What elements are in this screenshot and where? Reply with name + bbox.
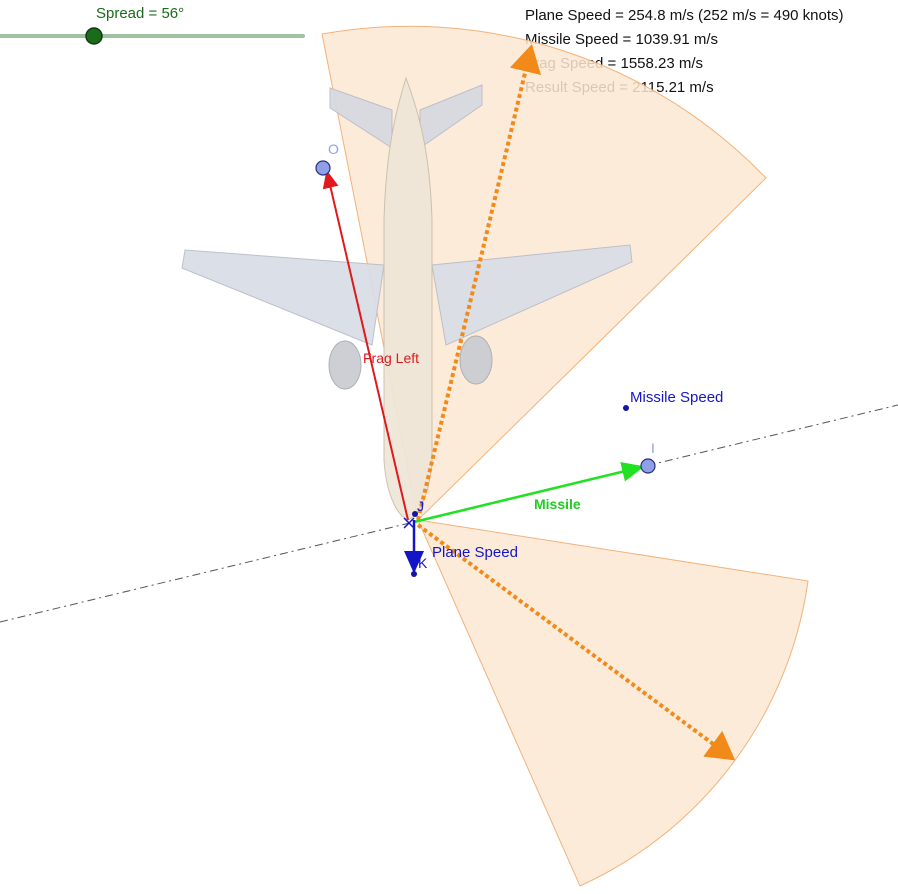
point-i-label: I	[651, 440, 655, 456]
frag-left-label: Frag Left	[363, 350, 419, 366]
airplane-left-engine	[328, 340, 362, 390]
origin-cross-marker	[403, 517, 415, 529]
point-o-label: O	[328, 141, 339, 157]
point-j-label: J	[417, 498, 424, 514]
missile-vector	[413, 461, 645, 524]
missile-speed-point-label: Missile Speed	[630, 389, 723, 406]
missile-label: Missile	[534, 496, 581, 512]
point-j[interactable]	[412, 511, 418, 517]
airplane-right-wing	[431, 244, 633, 346]
missile-axis-line	[0, 404, 898, 623]
plane-speed-readout: Plane Speed = 254.8 m/s (252 m/s = 490 k…	[525, 7, 844, 24]
point-k[interactable]	[411, 571, 417, 577]
spread-slider-label: Spread = 56°	[96, 5, 185, 22]
point-k-label: K	[418, 555, 428, 571]
airplane-left-wing	[181, 249, 385, 346]
result-vector-lower	[416, 523, 736, 761]
frag-left-vector	[322, 170, 409, 521]
plane-speed-label: Plane Speed	[432, 544, 518, 561]
frag-sector-lower	[417, 519, 809, 887]
spread-slider-handle[interactable]	[85, 27, 103, 45]
airplane-fuselage	[383, 76, 433, 521]
airplane-image	[181, 76, 633, 521]
missile-speed-point[interactable]	[623, 405, 629, 411]
point-o-handle[interactable]	[315, 160, 331, 176]
result-vector-upper	[416, 44, 541, 521]
point-i-handle[interactable]	[640, 458, 656, 474]
missile-speed-readout: Missile Speed = 1039.91 m/s	[525, 31, 719, 48]
airplane-right-engine	[459, 335, 493, 385]
